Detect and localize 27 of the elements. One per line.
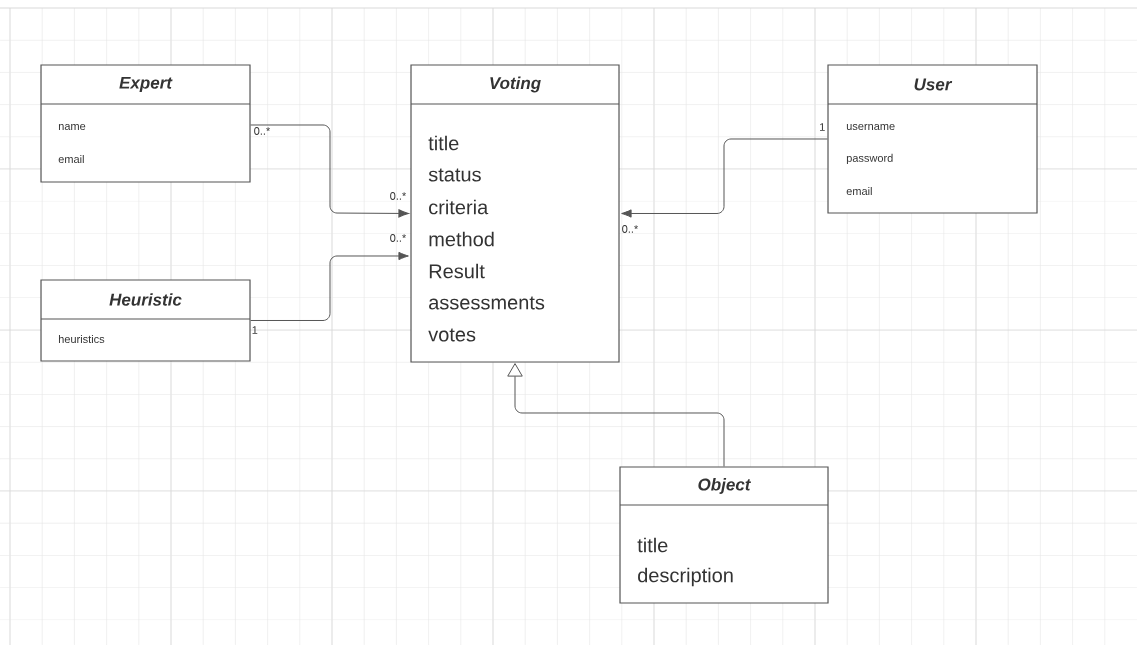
association-arrow (507, 363, 725, 467)
class-name: Heuristic (109, 293, 182, 306)
attribute: status (428, 168, 481, 182)
class-name: Expert (119, 76, 173, 93)
attribute: username (846, 124, 895, 130)
class-name: Object (698, 478, 752, 494)
attribute: title (428, 135, 459, 151)
multiplicity-label: 1 (252, 326, 258, 334)
class-name: User (914, 78, 953, 91)
class-name: Voting (490, 76, 541, 93)
attribute: email (846, 186, 872, 196)
attribute: method (429, 231, 494, 247)
multiplicity-label: 1 (820, 123, 825, 131)
attribute: Result (429, 263, 485, 279)
multiplicity-label: 0..* (254, 127, 271, 135)
attribute: name (58, 124, 86, 130)
attribute: title (637, 537, 668, 553)
attribute: criteria (429, 199, 489, 215)
association-arrow (621, 138, 828, 218)
association-arrow (250, 124, 409, 218)
attribute: heuristics (59, 334, 105, 344)
attribute: assessments (429, 296, 545, 310)
attribute: email (58, 154, 84, 164)
association-arrow (250, 251, 409, 321)
attribute: votes (428, 328, 476, 342)
attribute: password (846, 153, 893, 165)
attribute: description (638, 567, 733, 587)
